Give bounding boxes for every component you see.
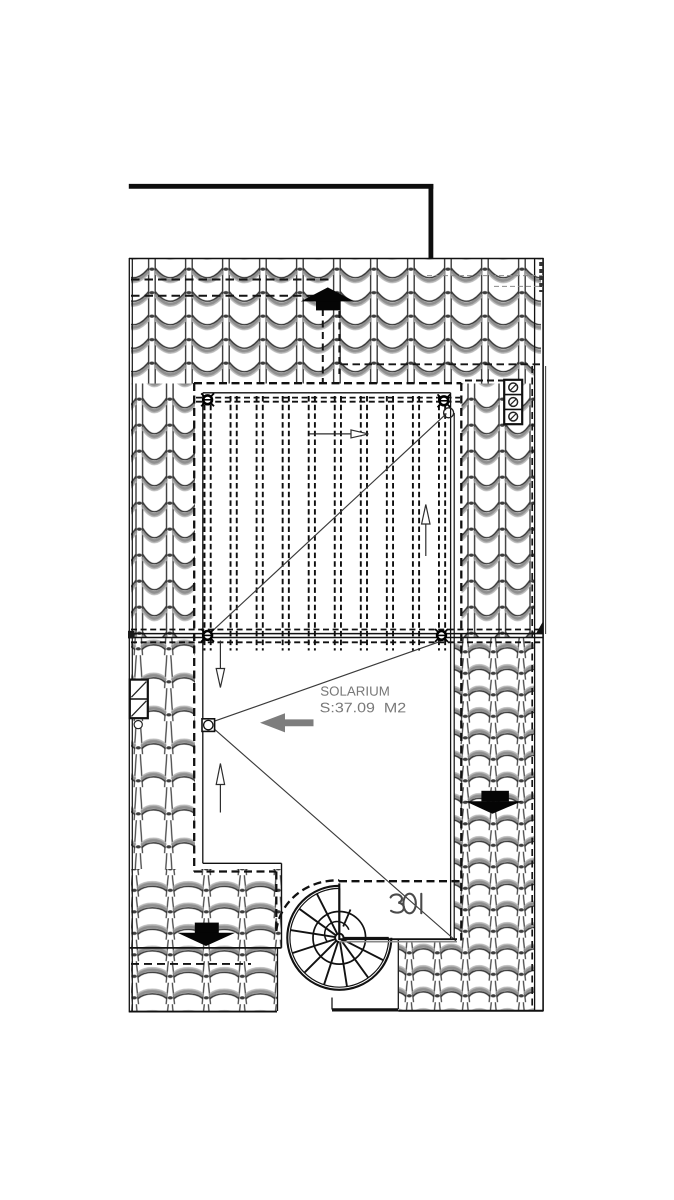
svg-text:S:37.09 M2: S:37.09 M2 (320, 700, 407, 715)
svg-text:SOLARIUM: SOLARIUM (320, 684, 390, 699)
